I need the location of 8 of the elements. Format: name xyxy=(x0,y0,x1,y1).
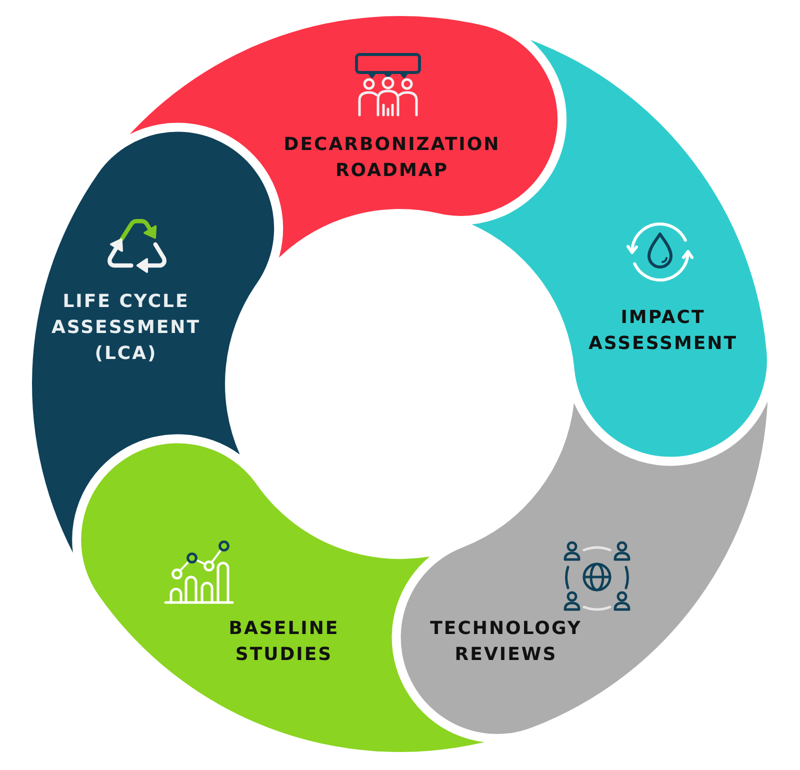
segment-title: BASELINE STUDIES xyxy=(228,617,340,667)
ring-segment xyxy=(400,401,768,734)
segment-title: IMPACT ASSESSMENT xyxy=(588,306,738,356)
ring-segment xyxy=(129,16,558,258)
segment-title: TECHNOLOGY REVIEWS xyxy=(430,617,582,667)
segment-title: LIFE CYCLE ASSESSMENT (LCA) xyxy=(52,290,200,366)
ring-segment xyxy=(32,131,275,553)
segment-title: DECARBONIZATION ROADMAP xyxy=(284,133,500,183)
